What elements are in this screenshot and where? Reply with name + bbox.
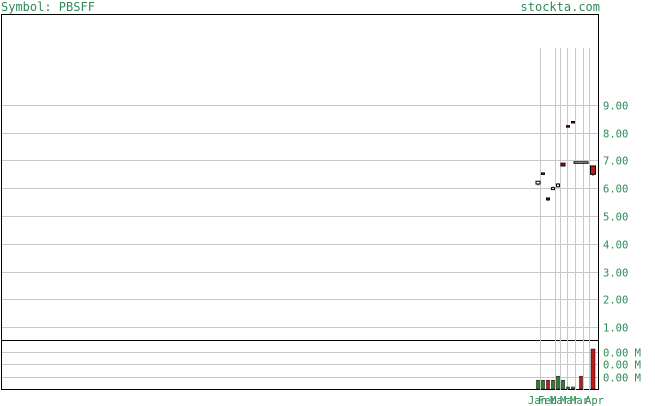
price-tick-label: 4.00 (603, 240, 628, 252)
site-name: stockta.com (520, 0, 600, 14)
price-candle (535, 180, 541, 185)
price-candles (535, 120, 596, 201)
date-tick-label: Apr (585, 395, 604, 406)
volume-bar (590, 348, 596, 390)
volume-bar (536, 379, 540, 390)
grid-lines (2, 105, 598, 378)
volume-tick-label: 0.00 M (603, 360, 641, 372)
date-tick-label: Feb (538, 395, 557, 406)
volume-tick-label: 0.00 M (603, 373, 641, 385)
price-panel-frame (1, 14, 599, 341)
volume-bar (579, 375, 583, 390)
price-tick-label: 6.00 (603, 184, 628, 196)
date-tick-label: Jan (528, 395, 547, 406)
price-axis-labels: 1.00 2.00 3.00 4.00 5.00 6.00 7.00 8.00 9.00 (603, 101, 628, 335)
date-grid-lines (540, 48, 590, 390)
price-candle (571, 120, 575, 124)
price-candle (551, 187, 555, 191)
symbol-label: Symbol: PBSFF (1, 0, 95, 14)
volume-bar (566, 386, 570, 390)
volume-panel-frame (1, 340, 599, 390)
date-tick-label: Mar (570, 395, 589, 406)
price-candle (541, 172, 545, 175)
price-tick-label: 1.00 (603, 323, 628, 335)
volume-bar (571, 386, 575, 390)
volume-tick-label: 0.00 M (603, 348, 641, 360)
volume-bar (556, 375, 560, 390)
volume-bar (546, 379, 550, 390)
volume-bars (536, 348, 596, 390)
price-candle (566, 125, 570, 128)
volume-bar (551, 379, 555, 390)
price-tick-label: 9.00 (603, 101, 628, 113)
price-candle (590, 165, 596, 175)
price-candle (556, 183, 560, 188)
price-candle (573, 161, 589, 164)
price-candle (560, 162, 566, 167)
volume-bar (561, 379, 565, 390)
date-tick-label: Mar (550, 395, 569, 406)
price-tick-label: 3.00 (603, 268, 628, 280)
price-tick-label: 7.00 (603, 156, 628, 168)
volume-bar (541, 379, 545, 390)
volume-axis-labels: 0.00 M0.00 M0.00 M (603, 348, 641, 385)
date-tick-label: Mar (560, 395, 579, 406)
price-tick-label: 5.00 (603, 212, 628, 224)
price-tick-label: 2.00 (603, 295, 628, 307)
price-candle (546, 197, 550, 201)
price-tick-label: 8.00 (603, 129, 628, 141)
